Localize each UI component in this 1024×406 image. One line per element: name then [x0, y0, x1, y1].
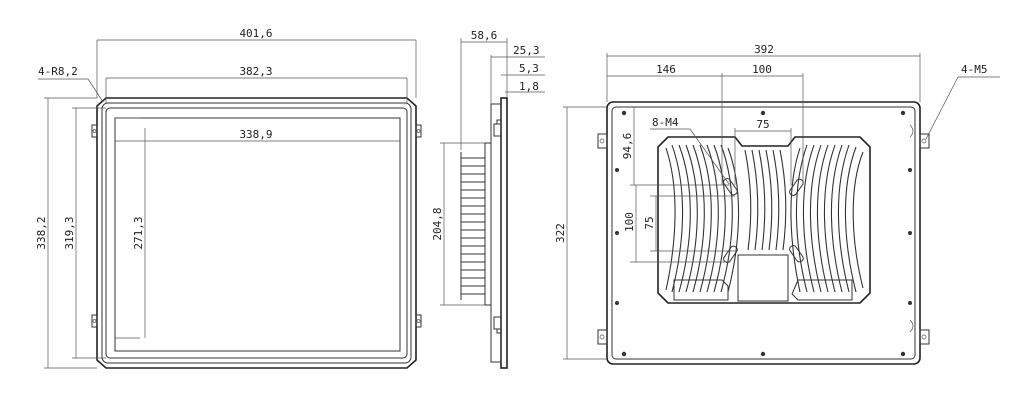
rear-vesa-100-h-label: 100	[752, 63, 772, 76]
rear-vesa-100-v-label: 100	[623, 212, 636, 232]
rear-offset-y-label: 94,6	[621, 133, 634, 160]
side-clamp-top	[493, 123, 502, 137]
rear-offset-x-label: 146	[656, 63, 676, 76]
heatsink-height-label: 204,8	[431, 207, 444, 240]
mount-holes-leader	[925, 76, 959, 140]
front-tab-right-top	[415, 124, 422, 138]
side-front-thickness-label: 1,8	[519, 80, 539, 93]
viewing-height-label: 271,3	[132, 216, 145, 249]
front-bezel-inner	[101, 102, 412, 364]
viewing-width-label: 338,9	[239, 128, 272, 141]
vesa-holes-leader	[689, 128, 730, 185]
front-tab-hole	[92, 319, 97, 323]
rear-mount-tabs	[597, 124, 930, 345]
rear-heatsink-fins	[665, 144, 864, 293]
rear-outer-frame	[606, 101, 921, 365]
rear-inner-edge	[611, 106, 916, 360]
front-tab-left-bottom	[91, 314, 98, 328]
bezel-width-label: 382,3	[239, 65, 272, 78]
side-heatsink-base	[484, 142, 492, 306]
side-front-plate	[500, 97, 508, 369]
front-tab-right-bottom	[415, 314, 422, 328]
front-screen-area	[114, 117, 401, 352]
corner-radius-label: 4-R8,2	[38, 65, 78, 78]
side-view: 58,6 25,3 5,3 1,8 204,8	[431, 29, 545, 369]
front-width-label: 401,6	[239, 27, 272, 40]
front-tab-hole	[416, 129, 421, 133]
mount-holes-label: 4-M5	[961, 63, 988, 76]
vesa-holes-label: 8-M4	[652, 116, 679, 129]
front-tab-hole	[92, 129, 97, 133]
side-bezel-depth-label: 25,3	[513, 44, 540, 57]
front-tab-left-top	[91, 124, 98, 138]
front-tab-hole	[416, 319, 421, 323]
mount-height-label: 319,3	[63, 216, 76, 249]
rear-width-label: 392	[754, 43, 774, 56]
front-view: 401,6 382,3 4-R8,2 338,9 338,2 319,3 271…	[35, 27, 422, 369]
rear-view: 392 146 100 75 8-M4 4-M5 322 94,6 10	[554, 43, 1000, 365]
front-outer-frame	[96, 97, 417, 369]
side-panel-depth-label: 5,3	[519, 62, 539, 75]
rear-edge-screws	[615, 110, 912, 357]
rear-vesa-75-h-label: 75	[756, 118, 769, 131]
rear-label-plate	[737, 254, 789, 302]
rear-vesa-holes	[723, 178, 804, 263]
rear-vesa-75-v-label: 75	[643, 216, 656, 229]
front-bezel-edge	[105, 107, 408, 359]
front-height-label: 338,2	[35, 216, 48, 249]
side-depth-label: 58,6	[471, 29, 498, 42]
side-chassis	[490, 103, 502, 363]
rear-heatsink-outline	[657, 136, 871, 304]
side-clamp-bottom	[493, 316, 502, 330]
rear-height-label: 322	[554, 223, 567, 243]
side-heatsink-fins	[460, 152, 485, 300]
